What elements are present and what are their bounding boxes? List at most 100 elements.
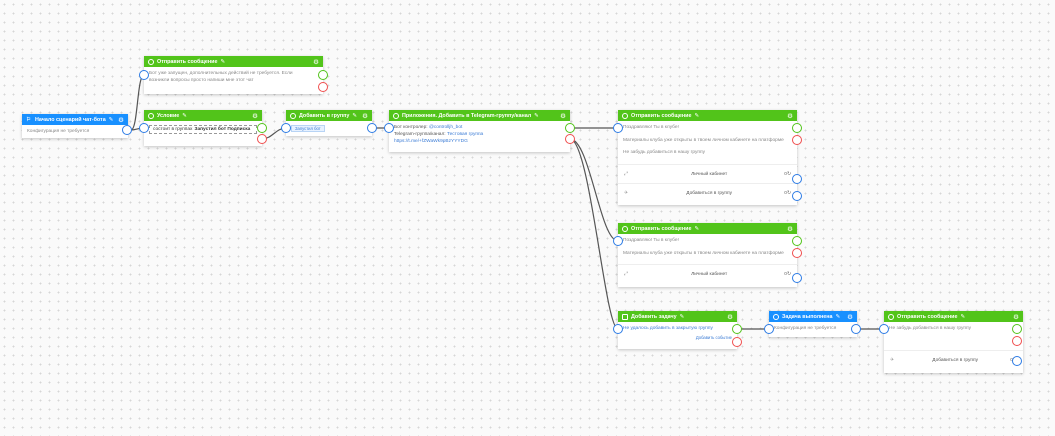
input-port[interactable] xyxy=(384,123,394,133)
button-port[interactable] xyxy=(792,191,802,201)
edit-icon[interactable]: ✎ xyxy=(182,112,187,119)
error-port[interactable] xyxy=(792,248,802,258)
task-done-node[interactable]: Задача выполнена✎⚙ Конфигурация не требу… xyxy=(769,311,857,337)
input-port[interactable] xyxy=(613,123,623,133)
node-title: Добавить в группу xyxy=(299,112,350,119)
error-port[interactable] xyxy=(257,134,267,144)
send-icon: ✈ xyxy=(624,190,629,196)
success-port[interactable] xyxy=(732,324,742,334)
bot-value[interactable]: @controlljh_bot xyxy=(428,125,463,130)
gear-icon[interactable]: ⚙ xyxy=(1013,313,1019,321)
success-port[interactable] xyxy=(1012,324,1022,334)
input-port[interactable] xyxy=(764,324,774,334)
node-title: Условие xyxy=(157,112,180,119)
message-icon xyxy=(622,112,628,119)
node-title: Отправить сообщение xyxy=(157,58,218,65)
message-node-1[interactable]: Отправить сообщение✎ ⚙ Бот уже запущен, д… xyxy=(144,56,323,94)
edit-icon[interactable]: ✎ xyxy=(108,116,114,123)
click-count: 0 xyxy=(784,190,787,196)
gear-icon[interactable]: ⚙ xyxy=(847,313,853,321)
edit-icon[interactable]: ✎ xyxy=(960,313,966,320)
message-line: Не забудь добавиться в нашу группу xyxy=(889,326,972,331)
message-line: Поздравляю! Ты в клубе! xyxy=(623,238,679,243)
add-event-link[interactable]: Добавить событие xyxy=(695,335,732,340)
message-icon xyxy=(888,313,894,320)
edit-icon[interactable]: ✎ xyxy=(352,112,358,119)
error-port[interactable] xyxy=(792,135,802,145)
gear-icon[interactable]: ⚙ xyxy=(313,58,319,66)
success-port[interactable] xyxy=(792,236,802,246)
node-title: Отправить сообщение xyxy=(897,313,958,320)
link-app-msg3 xyxy=(569,138,619,242)
edit-icon[interactable]: ✎ xyxy=(694,225,700,232)
message-icon xyxy=(622,225,628,232)
add-task-node[interactable]: Добавить задачу✎⚙ Не удалось добавить в … xyxy=(618,311,737,349)
message-line: Материалы клуба уже открыты в твоем личн… xyxy=(623,251,784,256)
message-text: Бот уже запущен, дополнительных действий… xyxy=(149,71,293,83)
click-count: 0 xyxy=(784,171,787,177)
edit-icon[interactable]: ✎ xyxy=(835,313,841,320)
click-count: 0 xyxy=(784,271,787,277)
error-port[interactable] xyxy=(565,134,575,144)
error-port[interactable] xyxy=(318,82,328,92)
gear-icon[interactable]: ⚙ xyxy=(560,112,566,120)
gear-icon[interactable]: ⚙ xyxy=(727,313,733,321)
error-port[interactable] xyxy=(732,337,742,347)
refresh-icon: ↻ xyxy=(786,271,791,277)
output-port[interactable] xyxy=(851,324,861,334)
flag-icon: ⚐ xyxy=(26,116,31,123)
telegram-app-node[interactable]: Приложения. Добавить в Telegram-группу/к… xyxy=(389,110,570,152)
group-value[interactable]: Тестовая группа xyxy=(446,132,484,137)
button-port[interactable] xyxy=(792,273,802,283)
message-button[interactable]: ⤢ Личный кабинет 0↻ xyxy=(618,164,797,183)
gear-icon[interactable]: ⚙ xyxy=(252,112,258,120)
input-port[interactable] xyxy=(879,324,889,334)
button-port[interactable] xyxy=(1012,356,1022,366)
message-node-2[interactable]: Отправить сообщение✎⚙ Поздравляю! Ты в к… xyxy=(618,110,797,205)
node-title: Отправить сообщение xyxy=(631,112,692,119)
message-line: Материалы клуба уже открыты в твоем личн… xyxy=(623,138,784,143)
link-icon: ⤢ xyxy=(624,171,629,177)
refresh-icon: ↻ xyxy=(786,171,791,177)
message-node-4[interactable]: Отправить сообщение✎ ⚙ Не забудь добавить… xyxy=(884,311,1023,373)
start-node[interactable]: ⚐Начало сценарий чат-бота✎⚙ Конфигурация… xyxy=(22,114,128,138)
node-title: Начало сценарий чат-бота xyxy=(35,116,106,123)
output-port[interactable] xyxy=(367,123,377,133)
button-port[interactable] xyxy=(792,174,802,184)
edit-icon[interactable]: ✎ xyxy=(534,112,539,119)
input-port[interactable] xyxy=(613,324,623,334)
success-port[interactable] xyxy=(257,123,267,133)
success-port[interactable] xyxy=(318,70,328,80)
edit-icon[interactable]: ✎ xyxy=(220,58,226,65)
invite-link[interactable]: https://t.me/+fZWaWk9pBzYYYDG xyxy=(394,139,468,144)
input-port[interactable] xyxy=(613,236,623,246)
gear-icon[interactable]: ⚙ xyxy=(118,116,124,124)
condition-value: Запустил бот Подписка xyxy=(194,127,251,132)
success-port[interactable] xyxy=(565,123,575,133)
link-app-task xyxy=(569,138,619,330)
input-port[interactable] xyxy=(139,70,149,80)
gear-icon[interactable]: ⚙ xyxy=(362,112,368,120)
tag-icon xyxy=(290,112,296,119)
link-start-msg1 xyxy=(130,74,145,131)
group-tag: Запустил бот xyxy=(291,125,325,132)
input-port[interactable] xyxy=(139,123,149,133)
edit-icon[interactable]: ✎ xyxy=(694,112,700,119)
gear-icon[interactable]: ⚙ xyxy=(787,225,793,233)
add-to-group-node[interactable]: Добавить в группу✎ ⚙ Запустил бот xyxy=(286,110,372,136)
button-label: Личный кабинет xyxy=(691,171,728,177)
task-icon xyxy=(622,313,628,320)
success-port[interactable] xyxy=(792,123,802,133)
input-port[interactable] xyxy=(281,123,291,133)
error-port[interactable] xyxy=(1012,336,1022,346)
gear-icon[interactable]: ⚙ xyxy=(787,112,793,120)
start-output-port[interactable] xyxy=(122,125,132,135)
message-node-3[interactable]: Отправить сообщение✎⚙ Поздравляю! Ты в к… xyxy=(618,223,797,287)
edit-icon[interactable]: ✎ xyxy=(679,313,685,320)
